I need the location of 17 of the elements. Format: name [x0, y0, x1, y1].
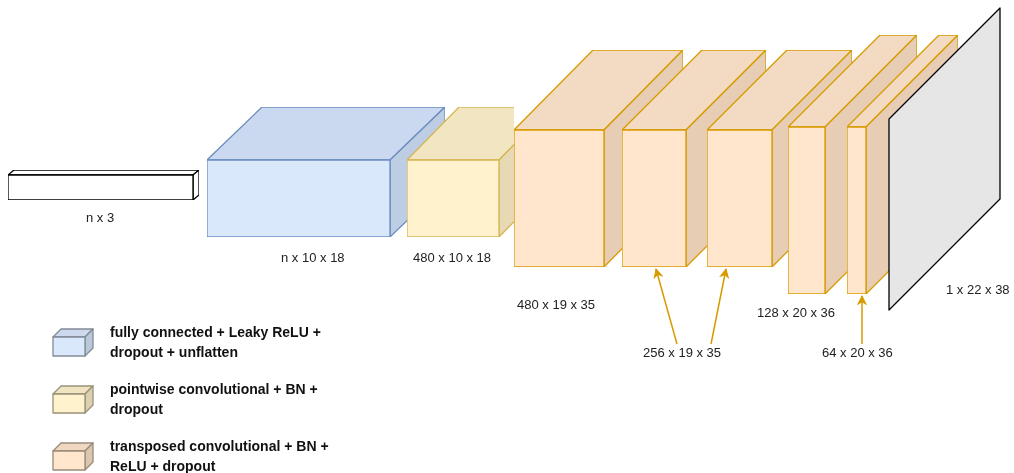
arrow	[710, 267, 730, 345]
layer-block	[207, 107, 445, 237]
legend-label: transposed convolutional + BN + ReLU + dropout	[110, 437, 330, 473]
input-bar	[8, 170, 199, 200]
dimension-label: 64 x 20 x 36	[822, 345, 893, 361]
dimension-label: 128 x 20 x 36	[757, 305, 836, 320]
dimension-label: n x 3	[86, 210, 115, 225]
dimension-label: 480 x 19 x 35	[517, 297, 596, 312]
dimension-label: 480 x 10 x 18	[413, 250, 492, 265]
arrow	[856, 294, 868, 345]
arrow	[653, 268, 678, 345]
dimension-label: 1 x 22 x 38	[946, 282, 1010, 297]
legend-label: pointwise convolutional + BN + dropout	[110, 380, 319, 419]
dimension-label: 256 x 19 x 35	[643, 345, 722, 361]
layer-block	[407, 107, 514, 237]
legend-label: fully connected + Leaky ReLU + dropout + unflatten	[110, 323, 322, 362]
dimension-label: n x 10 x 18	[281, 250, 345, 265]
